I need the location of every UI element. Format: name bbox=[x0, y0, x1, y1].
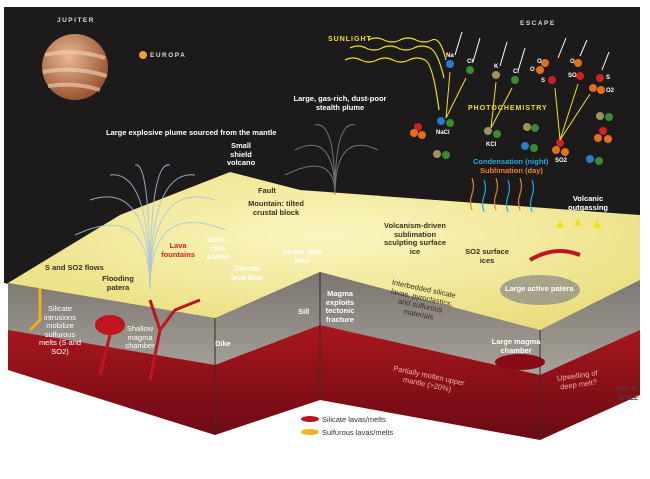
shallow-magma-chamber bbox=[95, 315, 125, 335]
fault-label: Fault bbox=[258, 186, 276, 195]
silicate-flow-label: Silicate lava flow bbox=[231, 264, 263, 282]
large-chamber-label: Large magma chamber bbox=[491, 337, 541, 355]
explosive-plume bbox=[74, 164, 226, 291]
dike-label: Dike bbox=[215, 339, 231, 348]
lava-fountains-label: Lava fountains bbox=[161, 241, 195, 259]
so2-ices-label: SO2 surface ices bbox=[465, 247, 509, 265]
large-patera-label: Large active patera bbox=[505, 284, 574, 293]
atom-label-cl: Cl bbox=[467, 59, 473, 65]
escape-arrows bbox=[454, 31, 610, 72]
outgassing-arrows bbox=[556, 218, 601, 228]
sunlight-label: SUNLIGHT bbox=[328, 36, 372, 43]
volcanism-sublimation-label: Volcanism-driven sublimation sculpting s… bbox=[383, 221, 447, 256]
active-lava-lake-label: Active lava lake bbox=[282, 247, 322, 265]
large-magma-chamber bbox=[495, 354, 545, 370]
crust-layer bbox=[8, 272, 640, 375]
mountain-label: Mountain: tilted crustal block bbox=[248, 199, 304, 217]
legend-sulfurous-label: Sulfurous lavas/melts bbox=[322, 428, 394, 437]
volcanic-outgassing-label: Volcanic outgassing bbox=[567, 194, 608, 212]
europa-moon bbox=[139, 51, 147, 59]
surface bbox=[8, 172, 640, 330]
atom-label-o-2: O bbox=[530, 67, 535, 73]
atom-label-o2: O2 bbox=[606, 88, 615, 94]
atom-label-o-3: O bbox=[570, 59, 575, 65]
atom-label-na: Na bbox=[446, 53, 454, 59]
sunlight-rays bbox=[344, 37, 447, 111]
sublimation-condensation-arrows bbox=[469, 177, 535, 213]
shallow-chamber-label: Shallow magma chamber bbox=[125, 324, 155, 350]
dust-plume-label: Dust-rich plume bbox=[206, 235, 230, 261]
atom-label-s-2: S bbox=[606, 75, 611, 81]
molecule-label-kcl: KCl bbox=[486, 142, 497, 148]
photochemistry-label: PHOTOCHEMISTRY bbox=[468, 105, 548, 112]
molecule-label-nacl: NaCl bbox=[436, 130, 450, 136]
magma-fracture-label: Magma exploits tectonic fracture bbox=[325, 289, 355, 324]
s-flows-label: S and SO2 flows bbox=[45, 263, 104, 272]
atom-label-s: S bbox=[541, 78, 546, 84]
atom-label-o: O bbox=[537, 59, 542, 65]
sill-label: Sill bbox=[298, 307, 310, 316]
stealth-plume-label: Large, gas-rich, dust-poor stealth plume bbox=[293, 94, 387, 112]
flooding-patera-label: Flooding patera bbox=[102, 274, 134, 292]
explosive-plume-label: Large explosive plume sourced from the m… bbox=[106, 128, 277, 137]
stealth-plume bbox=[284, 124, 379, 196]
condensation-label: Condensation (night) bbox=[473, 157, 549, 166]
atom-label-k: K bbox=[494, 64, 499, 70]
legend-sulfurous-swatch bbox=[301, 429, 319, 435]
photochemistry-arrows bbox=[445, 71, 591, 141]
escape-label: ESCAPE bbox=[520, 20, 556, 27]
large-active-patera bbox=[500, 275, 580, 305]
jupiter-label: JUPITER bbox=[57, 17, 95, 24]
sublimation-label: Sublimation (day) bbox=[480, 166, 543, 175]
molecule-label-so2: SO2 bbox=[555, 158, 568, 164]
shield-volcano-label: Small shield volcano bbox=[226, 141, 256, 167]
legend-silicate-label: Silicate lavas/melts bbox=[322, 415, 386, 424]
not-to-scale-label: NOT TO SCALE bbox=[616, 387, 640, 402]
atom-label-cl-2: Cl bbox=[513, 69, 519, 75]
atom-label-so: SO bbox=[568, 73, 577, 79]
legend-silicate-swatch bbox=[301, 416, 319, 422]
molecule-atoms bbox=[410, 59, 613, 165]
europa-label: EUROPA bbox=[150, 52, 187, 59]
silicate-intrusions-label: Silicate intrusions mobilize sulfurous m… bbox=[38, 304, 82, 356]
